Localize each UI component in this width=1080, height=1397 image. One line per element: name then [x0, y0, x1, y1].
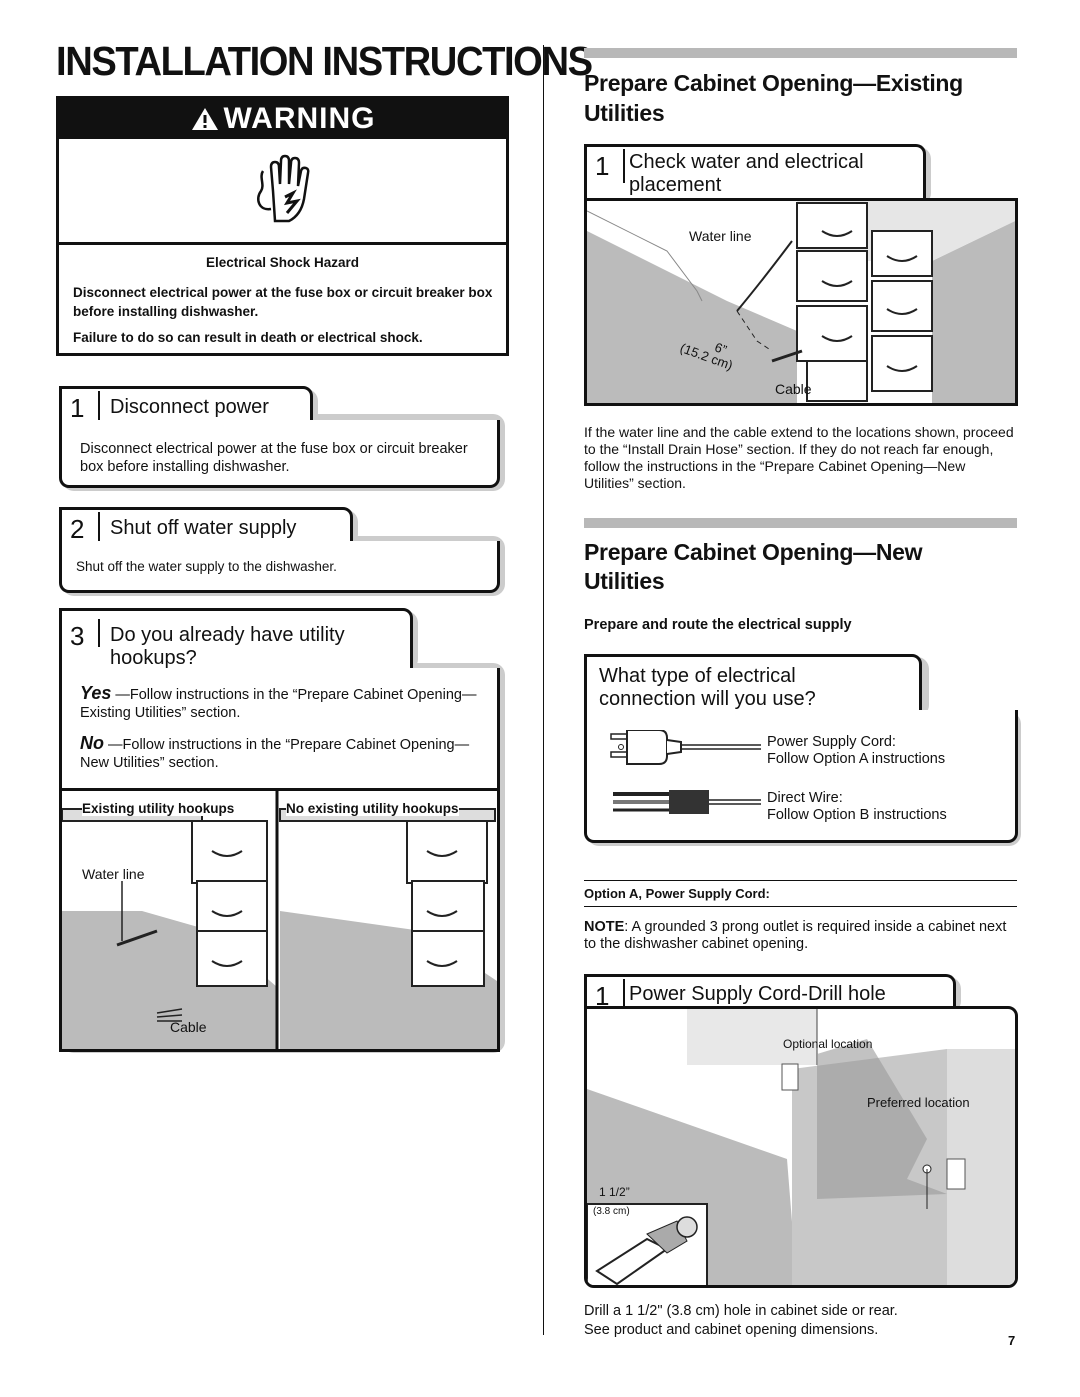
existing-step-line1: Check water and electrical	[629, 151, 864, 173]
yes-word: Yes	[80, 683, 112, 703]
existing-note: If the water line and the cable extend t…	[584, 424, 1014, 491]
warning-box: WARNING Electrical Shock Hazard Disconne…	[56, 96, 509, 356]
drill-hole-illustration	[587, 1009, 1015, 1285]
divider	[584, 906, 1017, 907]
direct-wire-icon	[613, 790, 761, 814]
existing-step-line2: placement	[629, 174, 722, 196]
option-a-head: Option A, Power Supply Cord:	[584, 886, 770, 901]
step1-panel: Disconnect electrical power at the fuse …	[59, 420, 500, 488]
step2-panel: Shut off the water supply to the dishwas…	[59, 541, 500, 593]
existing-figure: Water line 6” (15.2 cm) Cable	[584, 198, 1018, 406]
cabinet-illustration	[62, 791, 497, 1049]
warning-line1: Disconnect electrical power at the fuse …	[73, 285, 493, 319]
drill-line1: Drill a 1 1/2" (3.8 cm) hole in cabinet …	[584, 1303, 898, 1319]
section-bar	[584, 48, 1017, 58]
fig-cable-label: Cable	[170, 1019, 207, 1035]
new-title-line1: Prepare Cabinet Opening—New	[584, 539, 923, 565]
note-label: NOTE	[584, 919, 625, 935]
step1-tab: 1 Disconnect power	[59, 386, 313, 425]
step1-number: 1	[70, 393, 85, 423]
drill-figure: Optional location Preferred location 1 1…	[584, 1006, 1018, 1288]
drill-step-number: 1	[595, 981, 610, 1011]
section-bar	[584, 518, 1017, 528]
option-b-line2: Follow Option B instructions	[767, 807, 947, 823]
step2-text: Shut off the water supply to the dishwas…	[76, 559, 337, 574]
existing-step-number: 1	[595, 151, 610, 181]
hole-metric-label: (3.8 cm)	[593, 1206, 630, 1217]
question-line2: connection will you use?	[599, 688, 816, 710]
fig-water-line-label: Water line	[82, 866, 145, 882]
drill-step-label: Power Supply Cord-Drill hole	[629, 983, 886, 1005]
optional-location-label: Optional location	[783, 1037, 873, 1051]
step2-number: 2	[70, 514, 85, 544]
existing-title-line1: Prepare Cabinet Opening—Existing	[584, 70, 963, 96]
question-line1: What type of electrical	[599, 665, 796, 687]
step3-no: No —Follow instructions in the “Prepare …	[80, 734, 490, 772]
step3-panel: Yes —Follow instructions in the “Prepare…	[59, 668, 500, 792]
existing-title-line2: Utilities	[584, 100, 665, 126]
yes-text: —Follow instructions in the “Prepare Cab…	[80, 687, 477, 721]
option-a-line2: Follow Option A instructions	[767, 751, 946, 767]
hole-size-label: 1 1/2”	[599, 1185, 630, 1199]
fig-existing-label: Existing utility hookups	[82, 801, 235, 816]
drill-line2: See product and cabinet opening dimensio…	[584, 1322, 879, 1338]
option-a-line1: Power Supply Cord:	[767, 734, 896, 750]
question-tab: What type of electrical connection will …	[584, 654, 922, 714]
preferred-location-label: Preferred location	[867, 1095, 970, 1110]
warning-divider	[59, 242, 506, 245]
step3-tab: 3 Do you already have utility hookups?	[59, 608, 413, 672]
fig-new-label: No existing utility hookups	[286, 801, 459, 816]
note-text: : A grounded 3 prong outlet is required …	[584, 919, 1007, 952]
electric-shock-hand-icon	[257, 154, 310, 223]
page-title: INSTALLATION INSTRUCTIONS	[56, 38, 593, 84]
option-a-note: NOTE: A grounded 3 prong outlet is requi…	[584, 919, 1014, 953]
warning-label: WARNING	[223, 102, 376, 135]
step3-label-line1: Do you already have utility	[110, 624, 345, 646]
step3-figure: Existing utility hookups No existing uti…	[59, 788, 500, 1052]
existing-step-tab: 1 Check water and electrical placement	[584, 144, 926, 198]
step2-label: Shut off water supply	[110, 517, 297, 539]
step3-label-line2: hookups?	[110, 647, 197, 669]
warning-hazard-title: Electrical Shock Hazard	[205, 255, 360, 270]
warning-header: WARNING	[59, 99, 506, 139]
option-b-line1: Direct Wire:	[767, 790, 843, 806]
new-subhead: Prepare and route the electrical supply	[584, 617, 852, 633]
step3-yes: Yes —Follow instructions in the “Prepare…	[80, 684, 490, 722]
existing-cable-label: Cable	[775, 381, 812, 397]
power-cord-icon	[610, 730, 761, 765]
divider	[584, 880, 1017, 881]
existing-water-line-label: Water line	[689, 228, 752, 244]
no-text: —Follow instructions in the “Prepare Cab…	[80, 737, 470, 771]
step3-number: 3	[70, 621, 85, 651]
existing-cabinet-illustration	[587, 201, 1015, 403]
step2-tab: 2 Shut off water supply	[59, 507, 353, 546]
page-number: 7	[1008, 1333, 1016, 1348]
no-word: No	[80, 733, 104, 753]
step1-label: Disconnect power	[110, 396, 269, 418]
new-title-line2: Utilities	[584, 568, 665, 594]
column-divider	[543, 45, 544, 1335]
step1-text: Disconnect electrical power at the fuse …	[80, 441, 468, 475]
warning-line2: Failure to do so can result in death or …	[73, 330, 423, 345]
question-panel: Power Supply Cord: Follow Option A instr…	[584, 710, 1018, 843]
warning-triangle-icon	[191, 108, 218, 130]
